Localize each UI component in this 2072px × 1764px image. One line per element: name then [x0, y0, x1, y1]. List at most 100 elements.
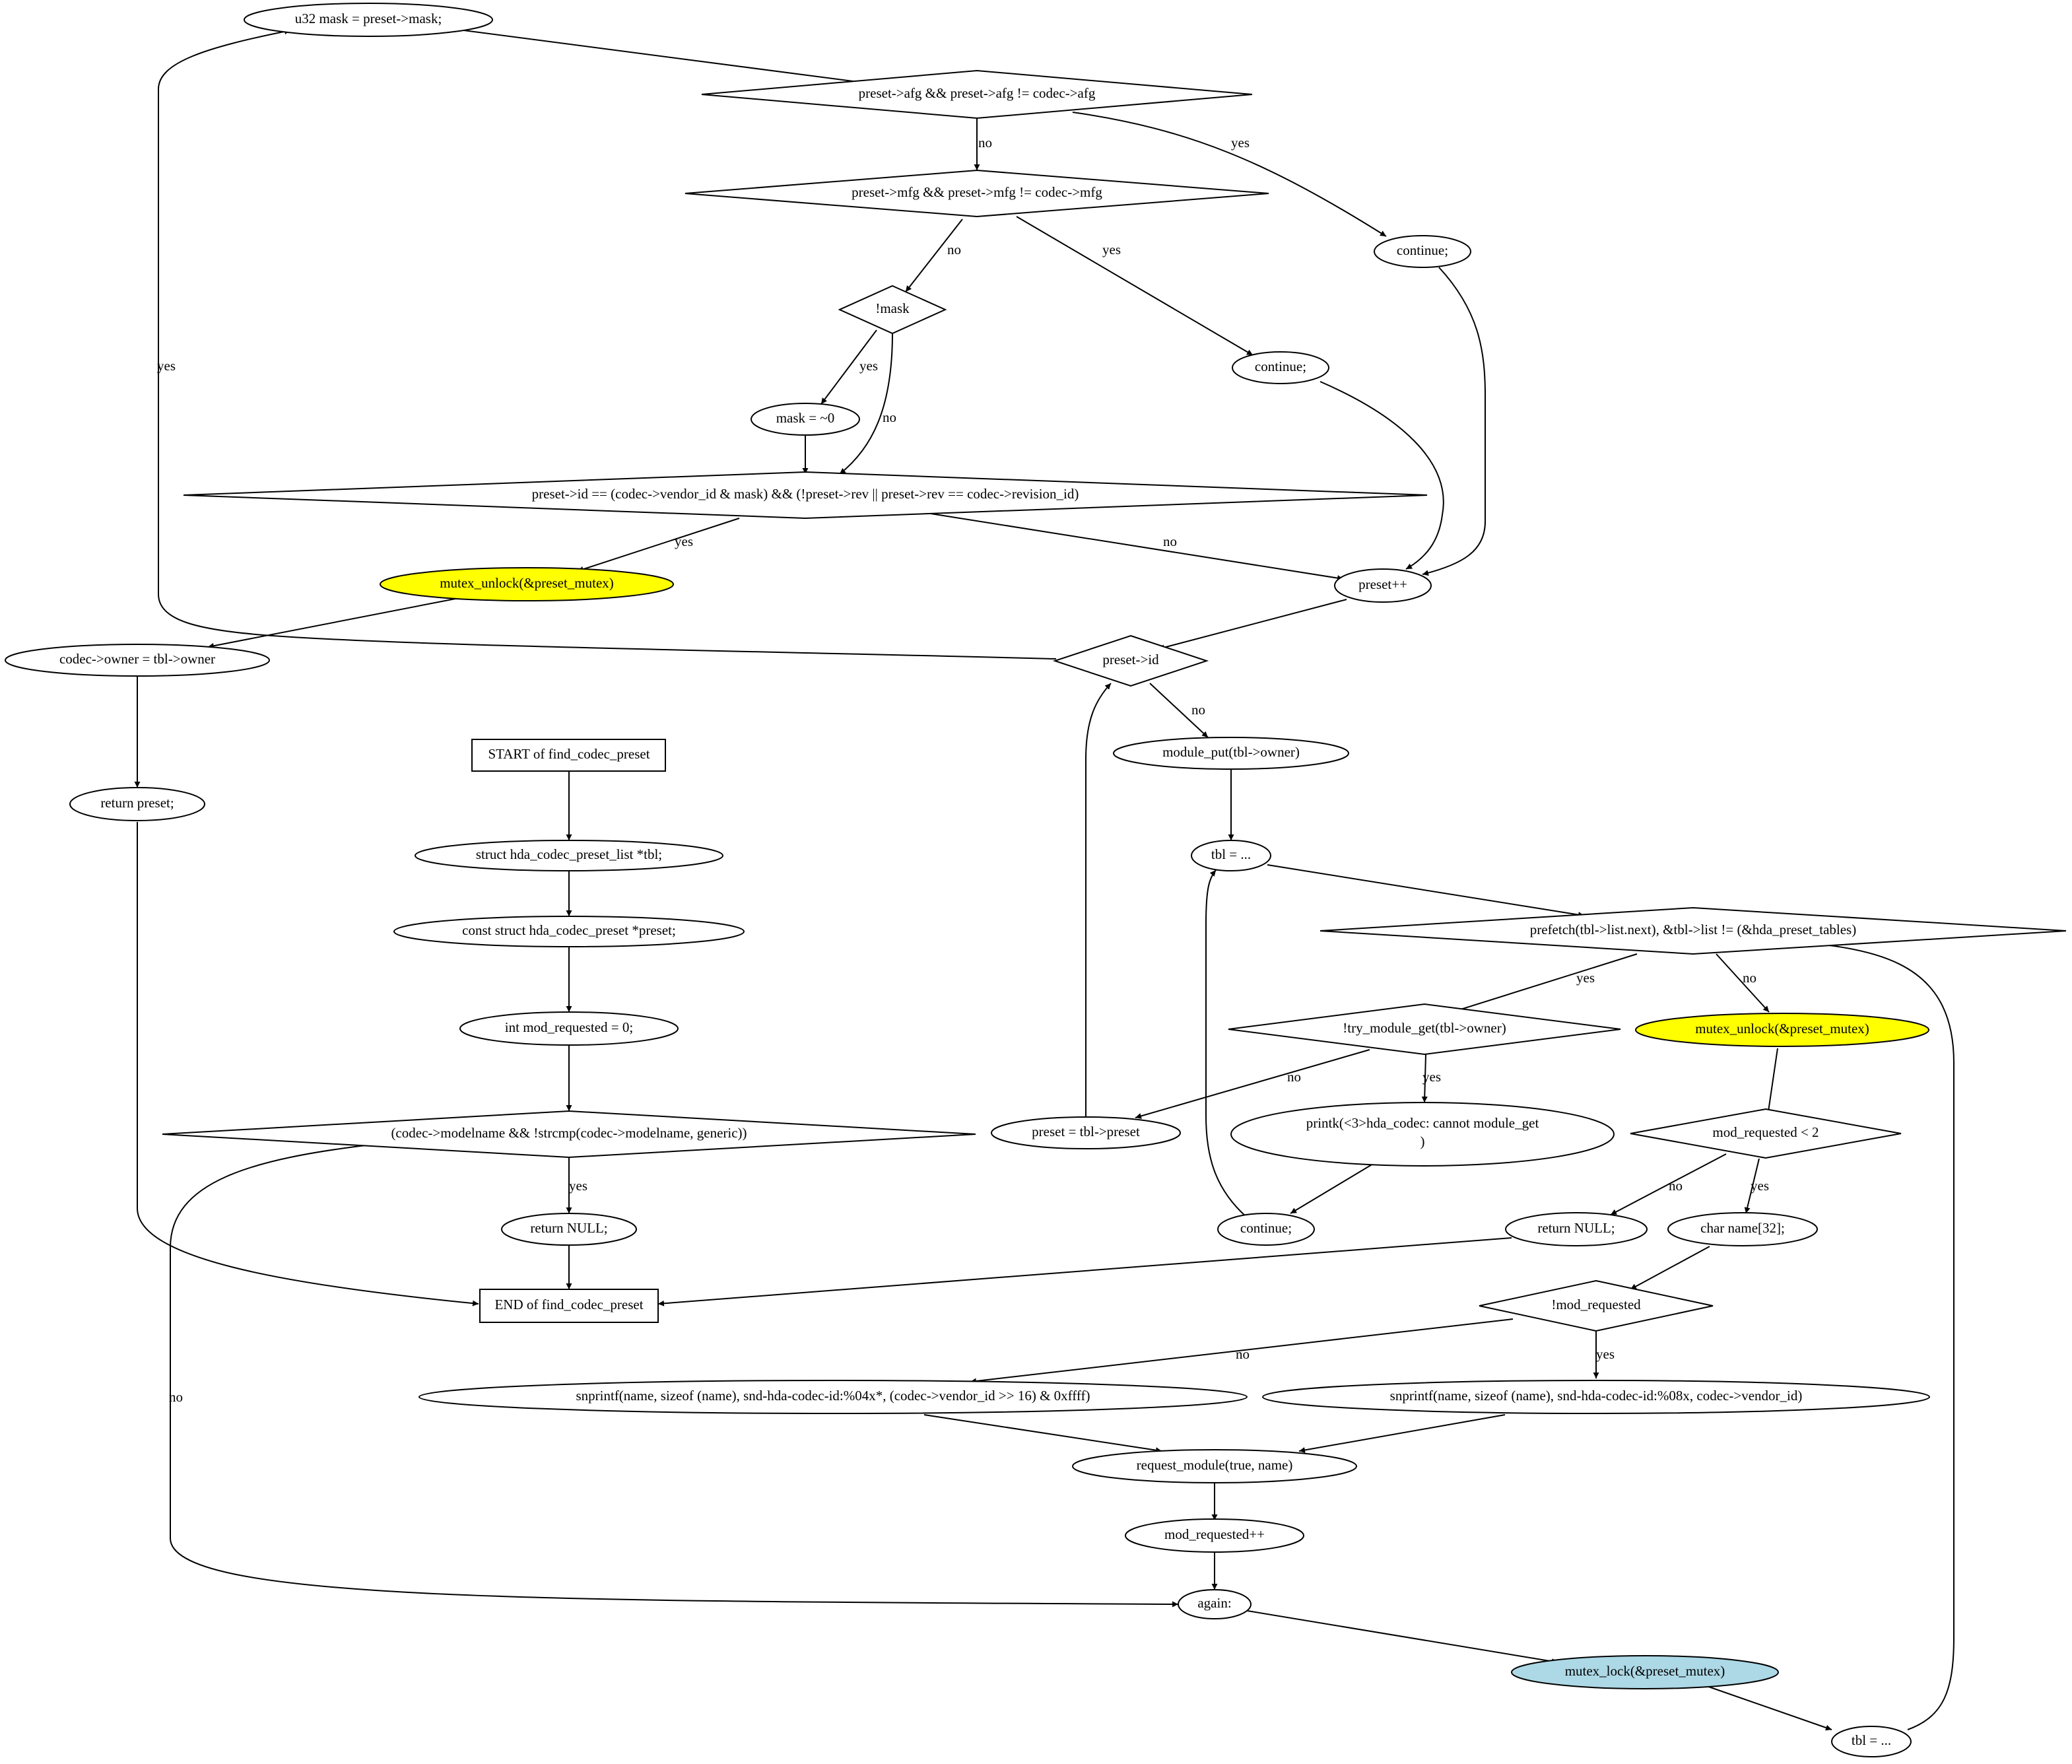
edge-continue-to-tbl-next — [1205, 869, 1247, 1217]
node-cond-generic: (codec->modelname && !strcmp(codec->mode… — [162, 1110, 976, 1159]
node-return-preset: return preset; — [69, 787, 205, 821]
edge-mutex-lock-to-tbl-init — [1702, 1684, 1832, 1731]
edge-label-generic-yes: yes — [569, 1178, 587, 1194]
edge-label-afg-no: no — [978, 135, 992, 151]
edge-label-try-get-no: no — [1287, 1069, 1301, 1085]
node-continue-outer-label: continue; — [1240, 1220, 1292, 1236]
edge-continue-mfg-to-preset-inc — [1320, 381, 1444, 570]
node-decl-preset-label: const struct hda_codec_preset *preset; — [462, 922, 676, 938]
node-mask-assign-label: mask = ~0 — [776, 410, 835, 426]
node-return-null-1-label: return NULL; — [530, 1220, 607, 1236]
node-cond-mask: !mask — [838, 285, 947, 335]
edge-mfg-no-to-cond-mask — [905, 219, 963, 292]
node-continue-afg: continue; — [1374, 235, 1471, 268]
edge-mask-decl-to-cond-afg — [458, 29, 879, 87]
node-printk-label-line2: ) — [1420, 1134, 1425, 1149]
node-tbl-init-label: tbl = ... — [1852, 1732, 1891, 1748]
edge-snprintf-yes-to-request-module — [1298, 1414, 1506, 1453]
edge-tbl-init-to-cond-list — [1749, 935, 1955, 1730]
node-char-name-label: char name[32]; — [1700, 1220, 1785, 1236]
node-return-null-2-label: return NULL; — [1537, 1220, 1615, 1236]
edge-tbl-next-to-cond-list — [1267, 864, 1585, 918]
node-cond-preset-id: preset->id — [1052, 634, 1209, 687]
node-cond-generic-label: (codec->modelname && !strcmp(codec->mode… — [391, 1125, 747, 1141]
node-unlock-end: mutex_unlock(&preset_mutex) — [1635, 1013, 1929, 1047]
edge-return-preset-to-end — [137, 822, 479, 1306]
edge-label-mask-yes: yes — [859, 358, 878, 374]
node-start: START of find_codec_preset — [471, 739, 666, 772]
node-cond-list-label: prefetch(tbl->list.next), &tbl->list != … — [1530, 922, 1856, 937]
edge-labels: yes no yes no no yes no yes no yes no ye… — [157, 135, 1769, 1405]
edge-snprintf-no-to-request-module — [923, 1414, 1162, 1454]
node-tbl-next: tbl = ... — [1191, 840, 1271, 871]
node-module-put: module_put(tbl->owner) — [1113, 737, 1349, 770]
edge-match-yes-to-unlock-match — [577, 518, 740, 572]
node-cond-preset-id-label: preset->id — [1102, 652, 1159, 667]
node-snprintf-yes: snprintf(name, sizeof (name), snd-hda-co… — [1262, 1380, 1930, 1414]
edge-preset-id-yes-to-mask-decl — [158, 28, 1057, 660]
node-mask-assign: mask = ~0 — [751, 403, 860, 436]
node-char-name: char name[32]; — [1667, 1212, 1818, 1246]
node-unlock-match-label: mutex_unlock(&preset_mutex) — [440, 575, 614, 591]
node-preset-inc: preset++ — [1334, 568, 1432, 603]
edge-modreq-lt-yes-to-char-name — [1744, 1158, 1760, 1214]
edge-try-get-no-to-preset-assign — [1135, 1049, 1370, 1119]
node-cond-try-get-label: !try_module_get(tbl->owner) — [1343, 1020, 1506, 1036]
node-module-put-label: module_put(tbl->owner) — [1162, 744, 1300, 760]
edge-label-list-no: no — [1743, 970, 1756, 986]
node-unlock-match: mutex_unlock(&preset_mutex) — [380, 567, 674, 601]
edge-label-mfg-yes: yes — [1102, 242, 1121, 257]
node-continue-mfg-label: continue; — [1255, 358, 1306, 374]
node-cond-match-label: preset->id == (codec->vendor_id & mask) … — [532, 486, 1079, 502]
node-again: again: — [1178, 1589, 1252, 1619]
node-start-label: START of find_codec_preset — [488, 746, 650, 762]
node-snprintf-no: snprintf(name, sizeof (name), snd-hda-co… — [418, 1380, 1248, 1414]
node-mutex-lock: mutex_lock(&preset_mutex) — [1511, 1655, 1779, 1689]
edge-label-modreq-lt-yes: yes — [1751, 1178, 1769, 1194]
edge-match-no-to-preset-inc — [930, 513, 1344, 582]
node-modreq-inc-label: mod_requested++ — [1164, 1526, 1265, 1542]
node-request-module-label: request_module(true, name) — [1137, 1457, 1293, 1473]
edge-label-modreq-lt-no: no — [1669, 1178, 1683, 1194]
node-end: END of find_codec_preset — [479, 1289, 659, 1323]
node-tbl-next-label: tbl = ... — [1211, 846, 1251, 862]
node-decl-tbl-label: struct hda_codec_preset_list *tbl; — [476, 846, 662, 862]
node-unlock-end-label: mutex_unlock(&preset_mutex) — [1695, 1021, 1869, 1036]
node-owner-assign: codec->owner = tbl->owner — [5, 644, 270, 677]
node-end-label: END of find_codec_preset — [494, 1297, 643, 1312]
edge-return-null-2-to-end — [657, 1237, 1512, 1306]
nodes: START of find_codec_preset struct hda_co… — [5, 3, 2067, 1757]
edge-modreq-lt-no-to-return-null — [1610, 1153, 1727, 1215]
node-continue-afg-label: continue; — [1397, 242, 1448, 258]
edge-continue-afg-to-preset-inc — [1422, 267, 1486, 576]
node-cond-modreq: !mod_requested — [1479, 1279, 1714, 1332]
edge-afg-yes-to-continue-afg — [1072, 112, 1387, 237]
node-cond-mask-label: !mask — [875, 300, 910, 316]
edge-label-afg-yes: yes — [1231, 135, 1250, 151]
node-return-null-2: return NULL; — [1505, 1212, 1648, 1246]
node-mutex-lock-label: mutex_lock(&preset_mutex) — [1565, 1663, 1725, 1679]
node-again-label: again: — [1197, 1595, 1231, 1611]
node-preset-assign-label: preset = tbl->preset — [1032, 1124, 1140, 1139]
edge-label-modreq-no: no — [1236, 1346, 1250, 1362]
edge-label-match-yes: yes — [675, 533, 693, 549]
node-owner-assign-label: codec->owner = tbl->owner — [59, 651, 215, 667]
node-tbl-init: tbl = ... — [1831, 1726, 1912, 1757]
edge-list-no-to-unlock-end — [1716, 953, 1770, 1013]
edge-mask-yes-to-mask-assign — [820, 329, 877, 405]
edge-generic-no-to-again — [170, 1143, 1179, 1608]
node-decl-mod-label: int mod_requested = 0; — [505, 1019, 633, 1035]
edge-unlock-match-to-owner-assign — [207, 597, 463, 649]
edge-label-preset-id-yes: yes — [157, 358, 176, 374]
edge-preset-inc-to-cond-preset-id — [1158, 599, 1347, 651]
node-snprintf-no-label: snprintf(name, sizeof (name), snd-hda-co… — [576, 1388, 1090, 1404]
node-printk: printk(<3>hda_codec: cannot module_get ) — [1230, 1102, 1615, 1167]
node-return-preset-label: return preset; — [100, 795, 174, 811]
node-preset-assign: preset = tbl->preset — [991, 1116, 1181, 1149]
edge-mask-no-to-cond-match — [839, 333, 893, 475]
node-cond-list: prefetch(tbl->list.next), &tbl->list != … — [1320, 906, 2067, 955]
edge-label-list-yes: yes — [1576, 970, 1595, 986]
edge-unlock-end-to-cond-modreq-lt — [1765, 1048, 1778, 1116]
edge-list-yes-to-try-get — [1452, 953, 1638, 1013]
node-cond-afg: preset->afg && preset->afg != codec->afg — [701, 69, 1253, 119]
